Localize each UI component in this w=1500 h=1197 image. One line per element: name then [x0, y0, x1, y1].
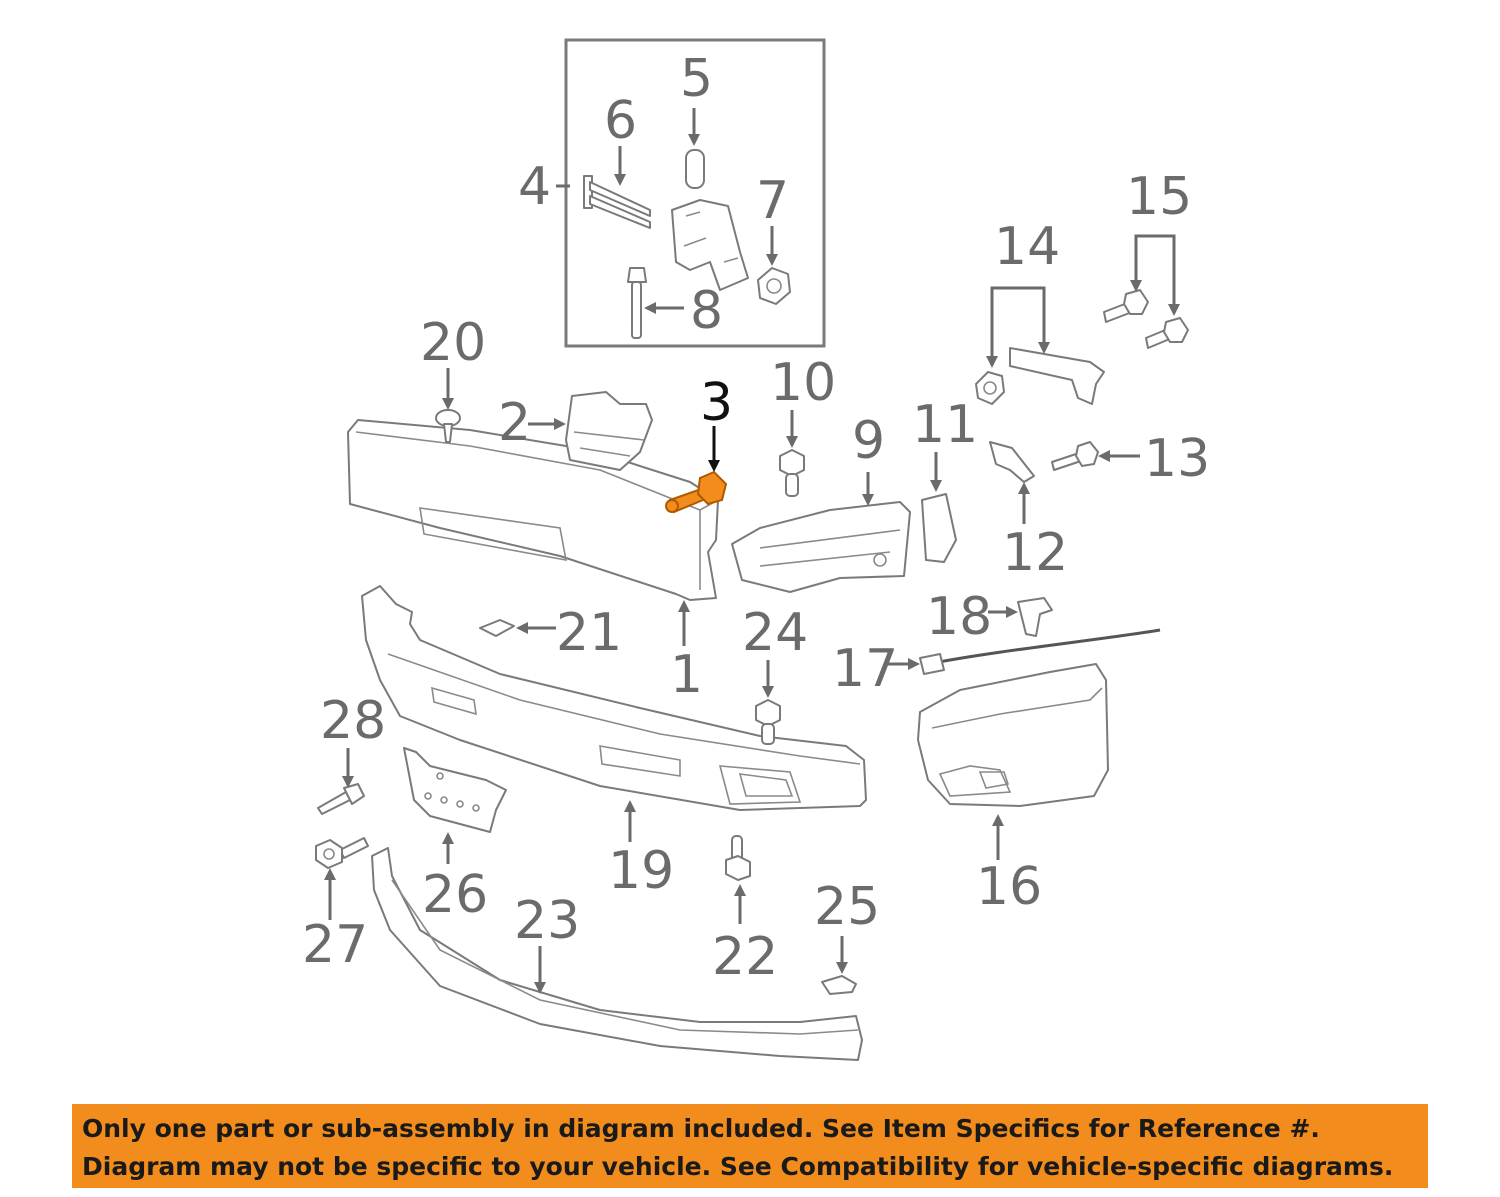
part-10-bolt [779, 449, 805, 497]
part-21-clip [479, 619, 515, 637]
callout-14: 14 [994, 217, 1060, 277]
callout-4: 4 [518, 157, 551, 217]
part-24-bolt [755, 699, 781, 745]
part-6-rods [583, 175, 651, 229]
callout-3: 3 [700, 373, 733, 433]
callout-11: 11 [912, 395, 978, 455]
callout-18: 18 [926, 587, 992, 647]
inset-box [564, 38, 826, 348]
disclaimer-banner: Only one part or sub-assembly in diagram… [72, 1104, 1428, 1188]
callout-20: 20 [420, 313, 486, 373]
callout-28: 28 [320, 691, 386, 751]
part-28-pin [317, 783, 365, 815]
part-15-bolt-a [1103, 289, 1149, 323]
part-15-bolt-b [1145, 317, 1189, 349]
part-16-end-cap [917, 663, 1109, 807]
part-26-plate-bracket [403, 747, 507, 833]
part-8-bolt [627, 267, 647, 339]
part-19-face-bar [361, 585, 867, 811]
leader-lines [324, 108, 1180, 994]
part-5-pin [685, 149, 705, 189]
callout-13: 13 [1144, 429, 1210, 489]
callout-24: 24 [742, 603, 808, 663]
part-9-bracket [731, 501, 911, 593]
disclaimer-line-2: Diagram may not be specific to your vehi… [82, 1152, 1394, 1181]
callout-9: 9 [852, 411, 885, 471]
part-14-nut [975, 371, 1005, 405]
part-7-nut [757, 267, 791, 305]
callout-25: 25 [814, 877, 880, 937]
part-3-bolt-highlighted [665, 470, 728, 514]
callout-17: 17 [832, 639, 898, 699]
part-2-bracket [565, 391, 653, 471]
callout-8: 8 [690, 281, 723, 341]
part-17-wire [919, 628, 1161, 675]
part-12-bracket [989, 441, 1035, 483]
callout-23: 23 [514, 891, 580, 951]
callout-6: 6 [604, 91, 637, 151]
callout-16: 16 [976, 857, 1042, 917]
callout-27: 27 [302, 915, 368, 975]
part-27-bolt [315, 837, 369, 869]
callout-5: 5 [680, 49, 713, 109]
part-14-bracket [1009, 347, 1105, 405]
callout-26: 26 [422, 865, 488, 925]
part-11-pad [921, 493, 957, 563]
callout-21: 21 [556, 603, 622, 663]
callout-2: 2 [498, 393, 531, 453]
callout-15: 15 [1126, 167, 1192, 227]
callout-10: 10 [770, 353, 836, 413]
disclaimer-line-1: Only one part or sub-assembly in diagram… [82, 1114, 1320, 1143]
part-4-bracket [671, 199, 749, 291]
part-23-valance [371, 847, 863, 1061]
callout-7: 7 [756, 171, 789, 231]
part-1-reinforcement-bar [347, 419, 719, 601]
callouts: 1 2 3 4 5 6 7 8 9 10 11 12 13 14 15 16 1… [302, 49, 1210, 987]
callout-1: 1 [670, 645, 703, 705]
callout-12: 12 [1002, 523, 1068, 583]
part-22-bolt [725, 835, 751, 881]
callout-22: 22 [712, 927, 778, 987]
part-13-bolt [1051, 441, 1099, 471]
part-25-clip [821, 975, 857, 995]
callout-19: 19 [608, 841, 674, 901]
part-18-clip [1017, 597, 1053, 637]
